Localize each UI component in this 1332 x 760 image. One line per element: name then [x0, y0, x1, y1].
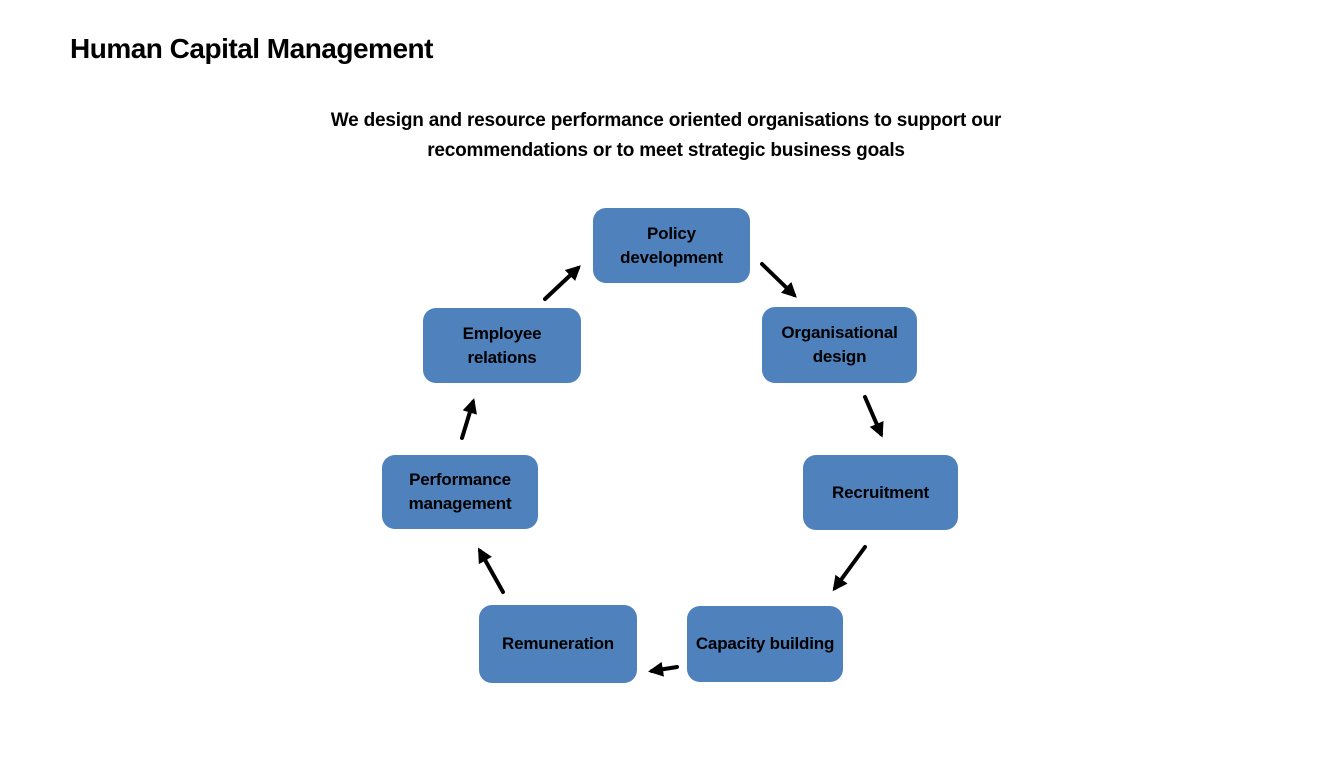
flow-box-performance-management: Performance management — [382, 455, 538, 529]
flow-box-label: Recruitment — [832, 482, 929, 502]
flow-box-label: Capacity building — [695, 634, 835, 653]
arrow-organisational-design-to-recruitment — [863, 395, 884, 438]
flow-box-organisational-design: Organisational design — [762, 307, 917, 383]
flow-box-capacity-building: Capacity building — [687, 606, 843, 682]
arrow-recruitment-to-capacity-building — [832, 545, 867, 592]
flow-box-remuneration: Remuneration — [479, 605, 637, 683]
flow-box-policy-development: Policy development — [593, 208, 750, 283]
slide-subtitle: We design and resource performance orien… — [330, 110, 1002, 161]
page-title: Human Capital Management — [70, 33, 433, 64]
flow-box-recruitment: Recruitment — [803, 455, 958, 530]
arrow-employee-relations-to-policy-development — [543, 265, 581, 301]
arrow-capacity-building-to-remuneration — [648, 661, 679, 677]
flow-box-label: Performance management — [408, 470, 512, 513]
flow-box-label: Policy development — [620, 223, 723, 267]
flow-box-label: Employee relations — [462, 323, 542, 367]
arrow-remuneration-to-performance-management — [478, 547, 505, 594]
arrow-policy-development-to-organisational-design — [760, 262, 797, 298]
arrow-performance-management-to-employee-relations — [460, 398, 477, 440]
flow-box-label: Remuneration — [502, 634, 614, 653]
flow-box-employee-relations: Employee relations — [423, 308, 581, 383]
flow-box-label: Organisational design — [781, 323, 898, 366]
